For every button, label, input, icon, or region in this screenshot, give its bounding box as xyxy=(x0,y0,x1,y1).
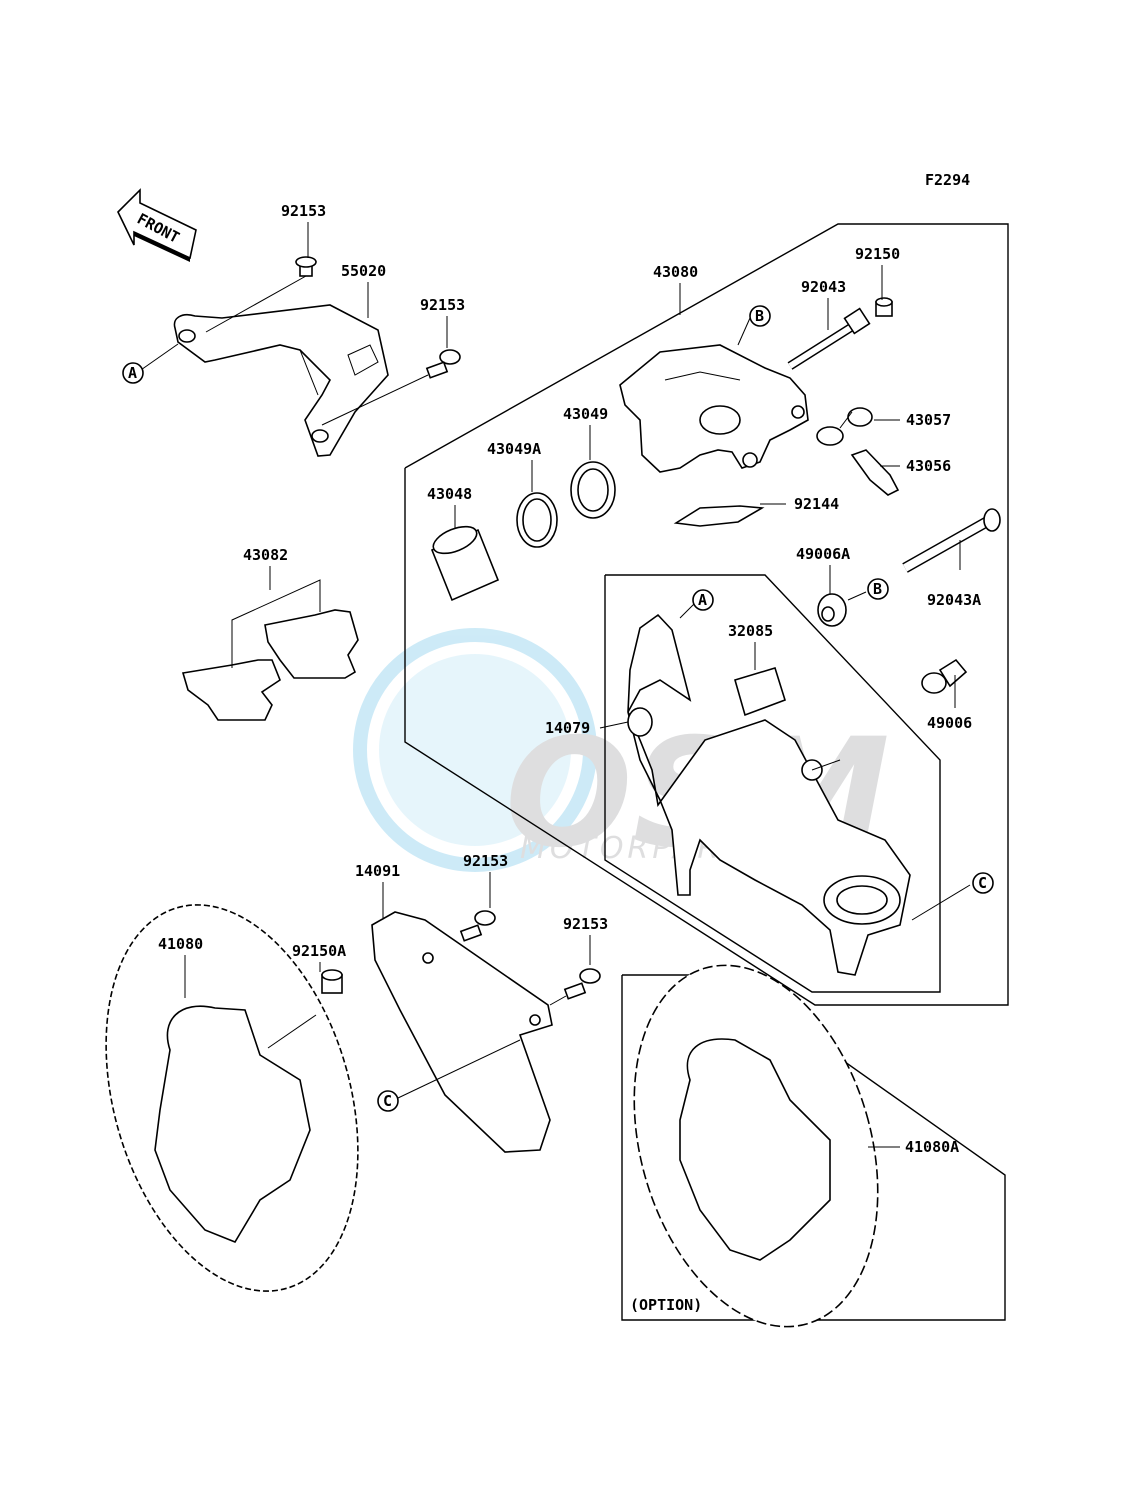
label-92153-c: 92153 xyxy=(463,852,508,870)
bolt-92153-a xyxy=(205,256,317,333)
label-14091: 14091 xyxy=(355,862,400,880)
bleeder-43056 xyxy=(850,449,900,496)
caliper-kit-outline xyxy=(404,223,1009,1006)
label-43080: 43080 xyxy=(653,263,698,281)
guard-14091 xyxy=(371,911,553,1153)
ref-circle-b-top: B xyxy=(749,305,771,327)
pin-92043a xyxy=(902,508,1001,573)
ref-c-right: C xyxy=(978,874,987,892)
ref-a-left: A xyxy=(128,364,137,382)
front-arrow-icon: FRONT xyxy=(117,188,197,262)
label-92150a: 92150A xyxy=(292,942,346,960)
boot-49006 xyxy=(921,658,968,694)
label-92043a: 92043A xyxy=(927,591,981,609)
caliper-43080 xyxy=(619,344,809,473)
watermark-globe xyxy=(353,628,597,872)
label-41080: 41080 xyxy=(158,935,203,953)
label-92150: 92150 xyxy=(855,245,900,263)
ref-c-left: C xyxy=(383,1092,392,1110)
label-43057: 43057 xyxy=(906,411,951,429)
label-92153-b: 92153 xyxy=(420,296,465,314)
label-43049: 43049 xyxy=(563,405,608,423)
label-32085: 32085 xyxy=(728,622,773,640)
cap-43057 xyxy=(816,407,873,446)
pin-92043 xyxy=(787,307,871,370)
ref-a-bracket: A xyxy=(698,591,707,609)
brake-pads-43082 xyxy=(181,579,359,721)
shim-32085 xyxy=(734,667,786,717)
seal-43049 xyxy=(570,461,616,519)
figure-code: F2294 xyxy=(925,171,970,189)
label-43082: 43082 xyxy=(243,546,288,564)
bracket-55020 xyxy=(173,304,389,457)
label-43048: 43048 xyxy=(427,485,472,503)
spring-92144 xyxy=(673,505,765,527)
caliper-bracket-14079 xyxy=(627,613,911,976)
label-92043: 92043 xyxy=(801,278,846,296)
seal-43049a xyxy=(516,492,558,548)
label-41080a: 41080A xyxy=(905,1138,959,1156)
cap-92150 xyxy=(875,297,893,317)
option-label: (OPTION) xyxy=(630,1296,702,1314)
label-43056: 43056 xyxy=(906,457,951,475)
bracket-subframe xyxy=(604,574,941,993)
ref-b-top: B xyxy=(755,307,764,325)
label-14079: 14079 xyxy=(545,719,590,737)
label-55020: 55020 xyxy=(341,262,386,280)
ref-circle-a-bracket: A xyxy=(692,589,714,611)
ref-circle-b-right: B xyxy=(867,578,889,600)
brake-disc-41080a xyxy=(633,964,879,1328)
ref-circle-a-left: A xyxy=(122,362,144,384)
boot-49006a xyxy=(817,593,847,627)
bolt-92153-b xyxy=(321,349,461,426)
piston-43048 xyxy=(430,525,500,602)
label-92144: 92144 xyxy=(794,495,839,513)
ref-circle-c-left: C xyxy=(377,1090,399,1112)
label-92153-d: 92153 xyxy=(563,915,608,933)
label-43049a: 43049A xyxy=(487,440,541,458)
ref-circle-c-right: C xyxy=(972,872,994,894)
part-labels: 92153 55020 92153 43080 92150 92043 4305… xyxy=(158,202,981,1314)
bolt-92153-c xyxy=(459,910,496,942)
bolt-92150a xyxy=(267,969,343,1049)
label-49006: 49006 xyxy=(927,714,972,732)
brake-disc-41080 xyxy=(105,904,359,1292)
bolt-92153-d xyxy=(549,968,601,1006)
leader-lines xyxy=(137,222,971,1148)
label-92153-a: 92153 xyxy=(281,202,326,220)
ref-b-right: B xyxy=(873,580,882,598)
label-49006a: 49006A xyxy=(796,545,850,563)
